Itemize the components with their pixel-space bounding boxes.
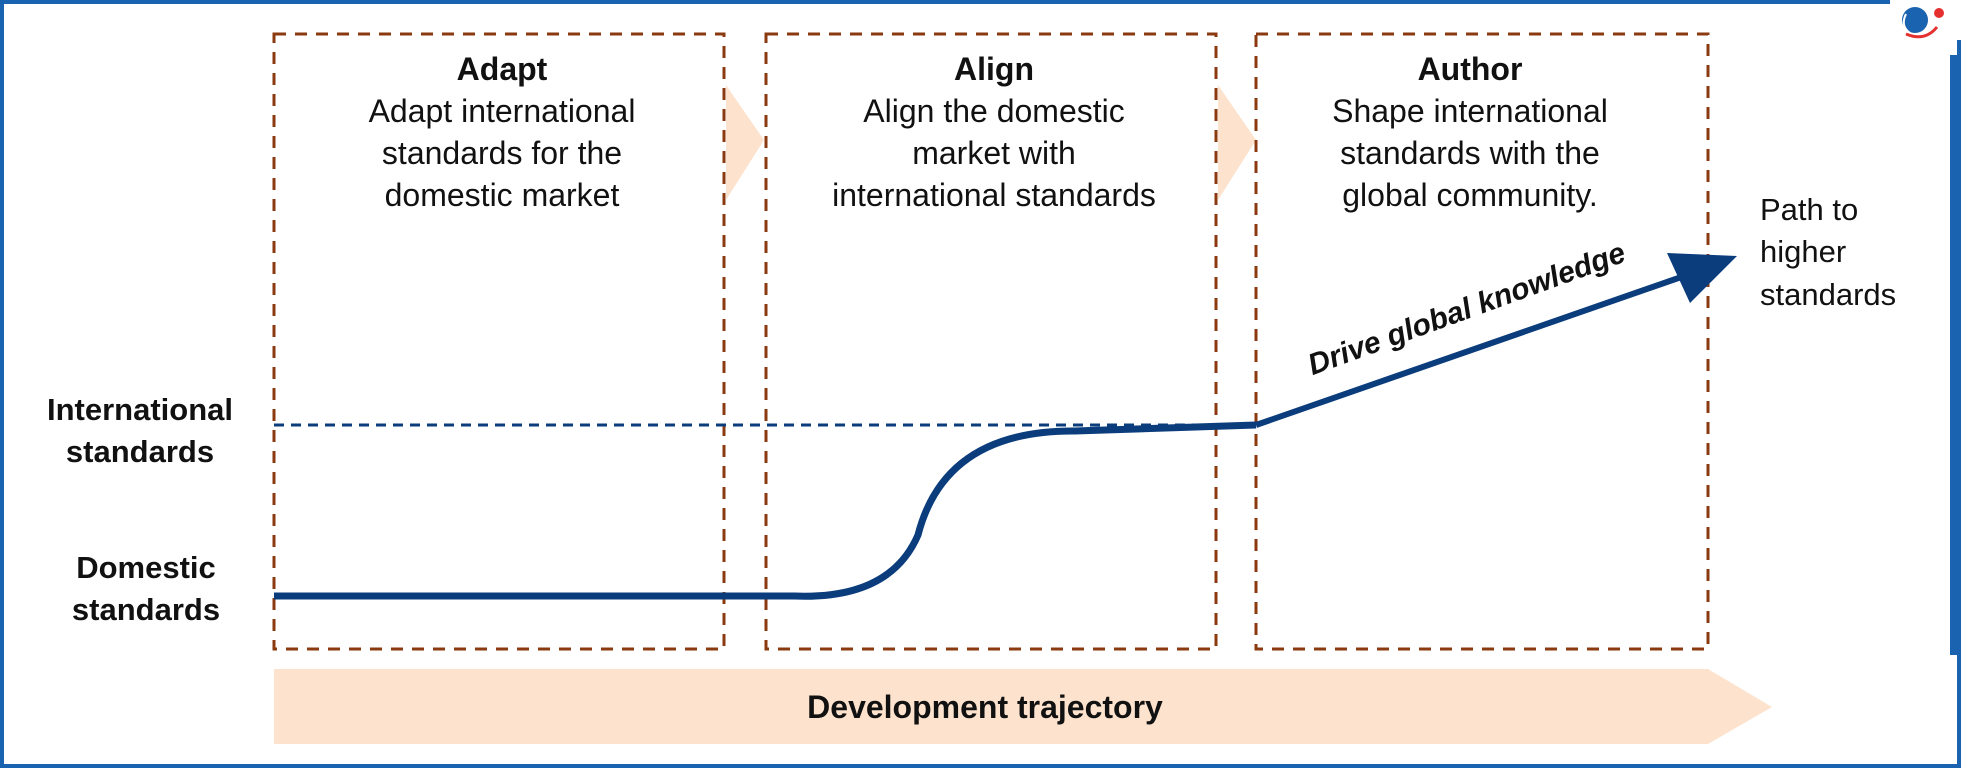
level-label-domestic: standards — [72, 592, 220, 627]
development-trajectory-band — [274, 669, 1772, 744]
stage-desc-line: international standards — [832, 177, 1156, 213]
stage-desc-line: domestic market — [385, 177, 620, 213]
stage-title-author: Author — [1418, 51, 1523, 87]
stage-desc-line: Align the domestic — [863, 93, 1124, 129]
stage-desc-line: market with — [912, 135, 1076, 171]
stage-desc-line: standards for the — [382, 135, 622, 171]
stage-desc-line: global community. — [1342, 177, 1598, 213]
destination-label: standards — [1760, 277, 1896, 312]
stage-box-adapt — [272, 32, 726, 651]
stage-title-adapt: Adapt — [457, 51, 548, 87]
arrowhead-icon — [1667, 253, 1737, 303]
development-trajectory-label: Development trajectory — [807, 689, 1163, 725]
stage-box-align — [764, 32, 1218, 651]
stage-box-author — [1254, 32, 1710, 651]
level-label-international: International — [47, 392, 233, 427]
level-label-international: standards — [66, 434, 214, 469]
chevron-arrow-icon — [1218, 85, 1256, 200]
destination-label: Path to — [1760, 192, 1858, 227]
growth-arrow — [1255, 271, 1691, 428]
stage-desc-line: Shape international — [1332, 93, 1608, 129]
stage-desc-line: standards with the — [1340, 135, 1600, 171]
chevron-arrow-icon — [726, 85, 764, 200]
logo-icon — [1902, 7, 1944, 39]
level-label-domestic: Domestic — [76, 550, 216, 585]
stage-desc-line: Adapt international — [369, 93, 636, 129]
standards-trajectory-line — [274, 421, 1257, 600]
destination-label: higher — [1760, 234, 1846, 269]
stage-title-align: Align — [954, 51, 1034, 87]
